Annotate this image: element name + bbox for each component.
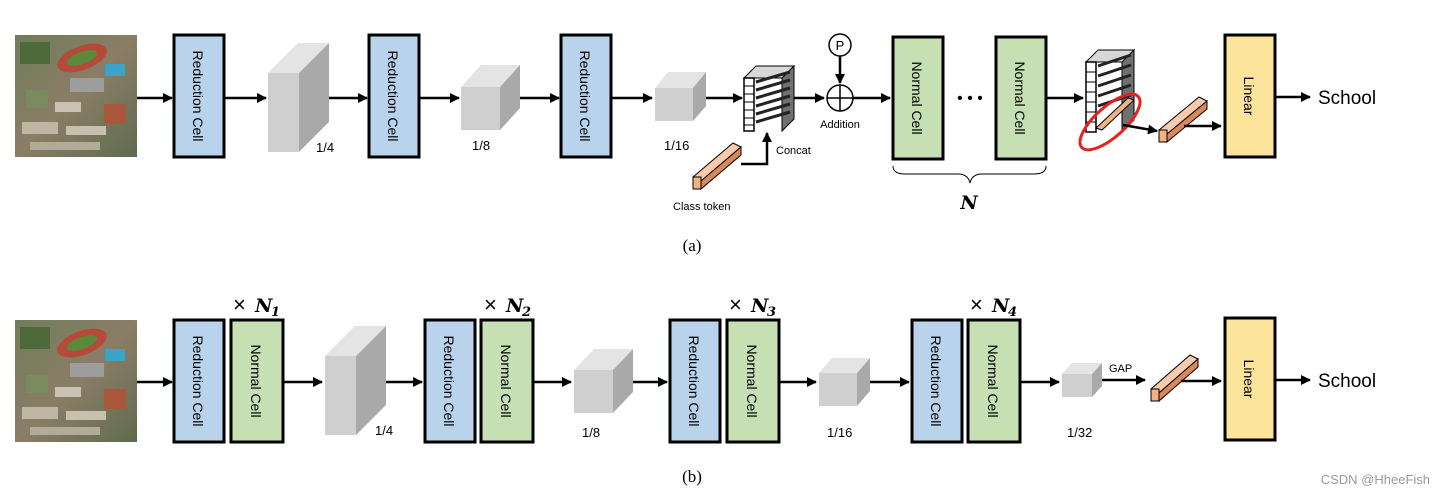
stage-3-cells: Reduction Cell Normal Cell (668, 318, 781, 444)
reduction-cell-a1: Reduction Cell (172, 33, 226, 159)
feature-map-eighth-b (574, 349, 633, 413)
class-token (692, 142, 742, 191)
scale-label-eighth-b: 1/8 (582, 425, 600, 440)
svg-text:Linear: Linear (1241, 360, 1257, 399)
svg-text:Normal Cell: Normal Cell (909, 61, 925, 134)
extracted-class-token (1158, 96, 1208, 144)
stage-2-repeat: × N 2 (484, 292, 531, 320)
svg-text:Reduction Cell: Reduction Cell (928, 335, 944, 426)
repeat-brace (892, 165, 1047, 184)
panel-a: Reduction Cell 1/4 Reduction Cell 1/8 (15, 33, 1376, 255)
pooled-feature-vector (1150, 354, 1199, 403)
svg-text:×: × (729, 292, 742, 317)
addition-node (826, 84, 854, 112)
feature-map-sixteenth-b (819, 358, 870, 406)
stage-2-cells: Reduction Cell Normal Cell (423, 318, 535, 444)
scale-label-sixteenth: 1/16 (664, 138, 689, 153)
svg-text:×: × (970, 292, 983, 317)
svg-text:Reduction Cell: Reduction Cell (441, 335, 457, 426)
class-token-label: Class token (673, 201, 730, 213)
repeat-count-n: N (959, 192, 978, 214)
input-aerial-image-b (15, 320, 137, 442)
svg-text:Normal Cell: Normal Cell (498, 344, 514, 417)
feature-map-quarter-b (325, 326, 386, 435)
feature-map-thirtysecond (1062, 363, 1102, 397)
svg-text:Reduction Cell: Reduction Cell (190, 50, 206, 141)
normal-cell-a1: Normal Cell (891, 35, 945, 161)
class-token-highlight (1078, 92, 1142, 152)
watermark: CSDN @HheeFish (1321, 472, 1430, 487)
svg-text:Reduction Cell: Reduction Cell (686, 335, 702, 426)
svg-text:Reduction Cell: Reduction Cell (385, 50, 401, 141)
svg-text:×: × (484, 292, 497, 317)
svg-text:Normal Cell: Normal Cell (1012, 61, 1028, 134)
svg-text:Reduction Cell: Reduction Cell (190, 335, 206, 426)
feature-map-sixteenth-a (655, 72, 706, 121)
reduction-cell-a2: Reduction Cell (367, 33, 421, 159)
ellipsis: • • • (957, 90, 983, 107)
svg-text:P: P (836, 38, 845, 53)
scale-label-thirtysecond: 1/32 (1067, 425, 1092, 440)
svg-text:3: 3 (767, 305, 776, 320)
svg-text:Normal Cell: Normal Cell (744, 344, 760, 417)
feature-map-quarter-a (268, 43, 329, 152)
svg-text:N: N (505, 295, 524, 317)
linear-layer-a: Linear (1223, 33, 1277, 159)
concat-label: Concat (776, 145, 811, 157)
normal-cell-a2: Normal Cell (994, 35, 1048, 161)
output-label-b: School (1318, 371, 1376, 392)
svg-text:1: 1 (271, 305, 280, 320)
stage-1-repeat: × N 1 (233, 292, 280, 320)
panel-b: Reduction Cell Normal Cell × N 1 1/4 Red… (15, 292, 1376, 486)
feature-map-eighth-a (461, 65, 520, 130)
svg-text:4: 4 (1008, 305, 1017, 320)
scale-label-eighth: 1/8 (472, 138, 490, 153)
reduction-cell-a3: Reduction Cell (559, 33, 613, 159)
linear-layer-b: Linear (1223, 316, 1277, 442)
svg-text:Linear: Linear (1241, 77, 1257, 116)
svg-text:2: 2 (521, 305, 531, 320)
stage-4-repeat: × N 4 (970, 292, 1017, 320)
stage-4-cells: Reduction Cell Normal Cell (910, 318, 1022, 444)
gap-label: GAP (1109, 363, 1132, 375)
addition-label: Addition (820, 119, 860, 131)
input-aerial-image-a (15, 35, 137, 157)
scale-label-quarter: 1/4 (316, 140, 334, 155)
svg-text:N: N (750, 295, 769, 317)
svg-text:Normal Cell: Normal Cell (248, 344, 264, 417)
scale-label-sixteenth-b: 1/16 (827, 425, 852, 440)
svg-text:N: N (254, 295, 273, 317)
svg-text:Reduction Cell: Reduction Cell (577, 50, 593, 141)
svg-text:Normal Cell: Normal Cell (985, 344, 1001, 417)
caption-b: (b) (682, 467, 702, 486)
output-label-a: School (1318, 88, 1376, 109)
stage-1-cells: Reduction Cell Normal Cell (172, 318, 285, 444)
stage-3-repeat: × N 3 (729, 292, 776, 320)
token-stack-concat (742, 64, 796, 133)
svg-text:N: N (991, 295, 1010, 317)
scale-label-quarter-b: 1/4 (375, 423, 393, 438)
svg-text:×: × (233, 292, 246, 317)
caption-a: (a) (683, 236, 702, 255)
positional-embedding-node: P (828, 33, 852, 57)
